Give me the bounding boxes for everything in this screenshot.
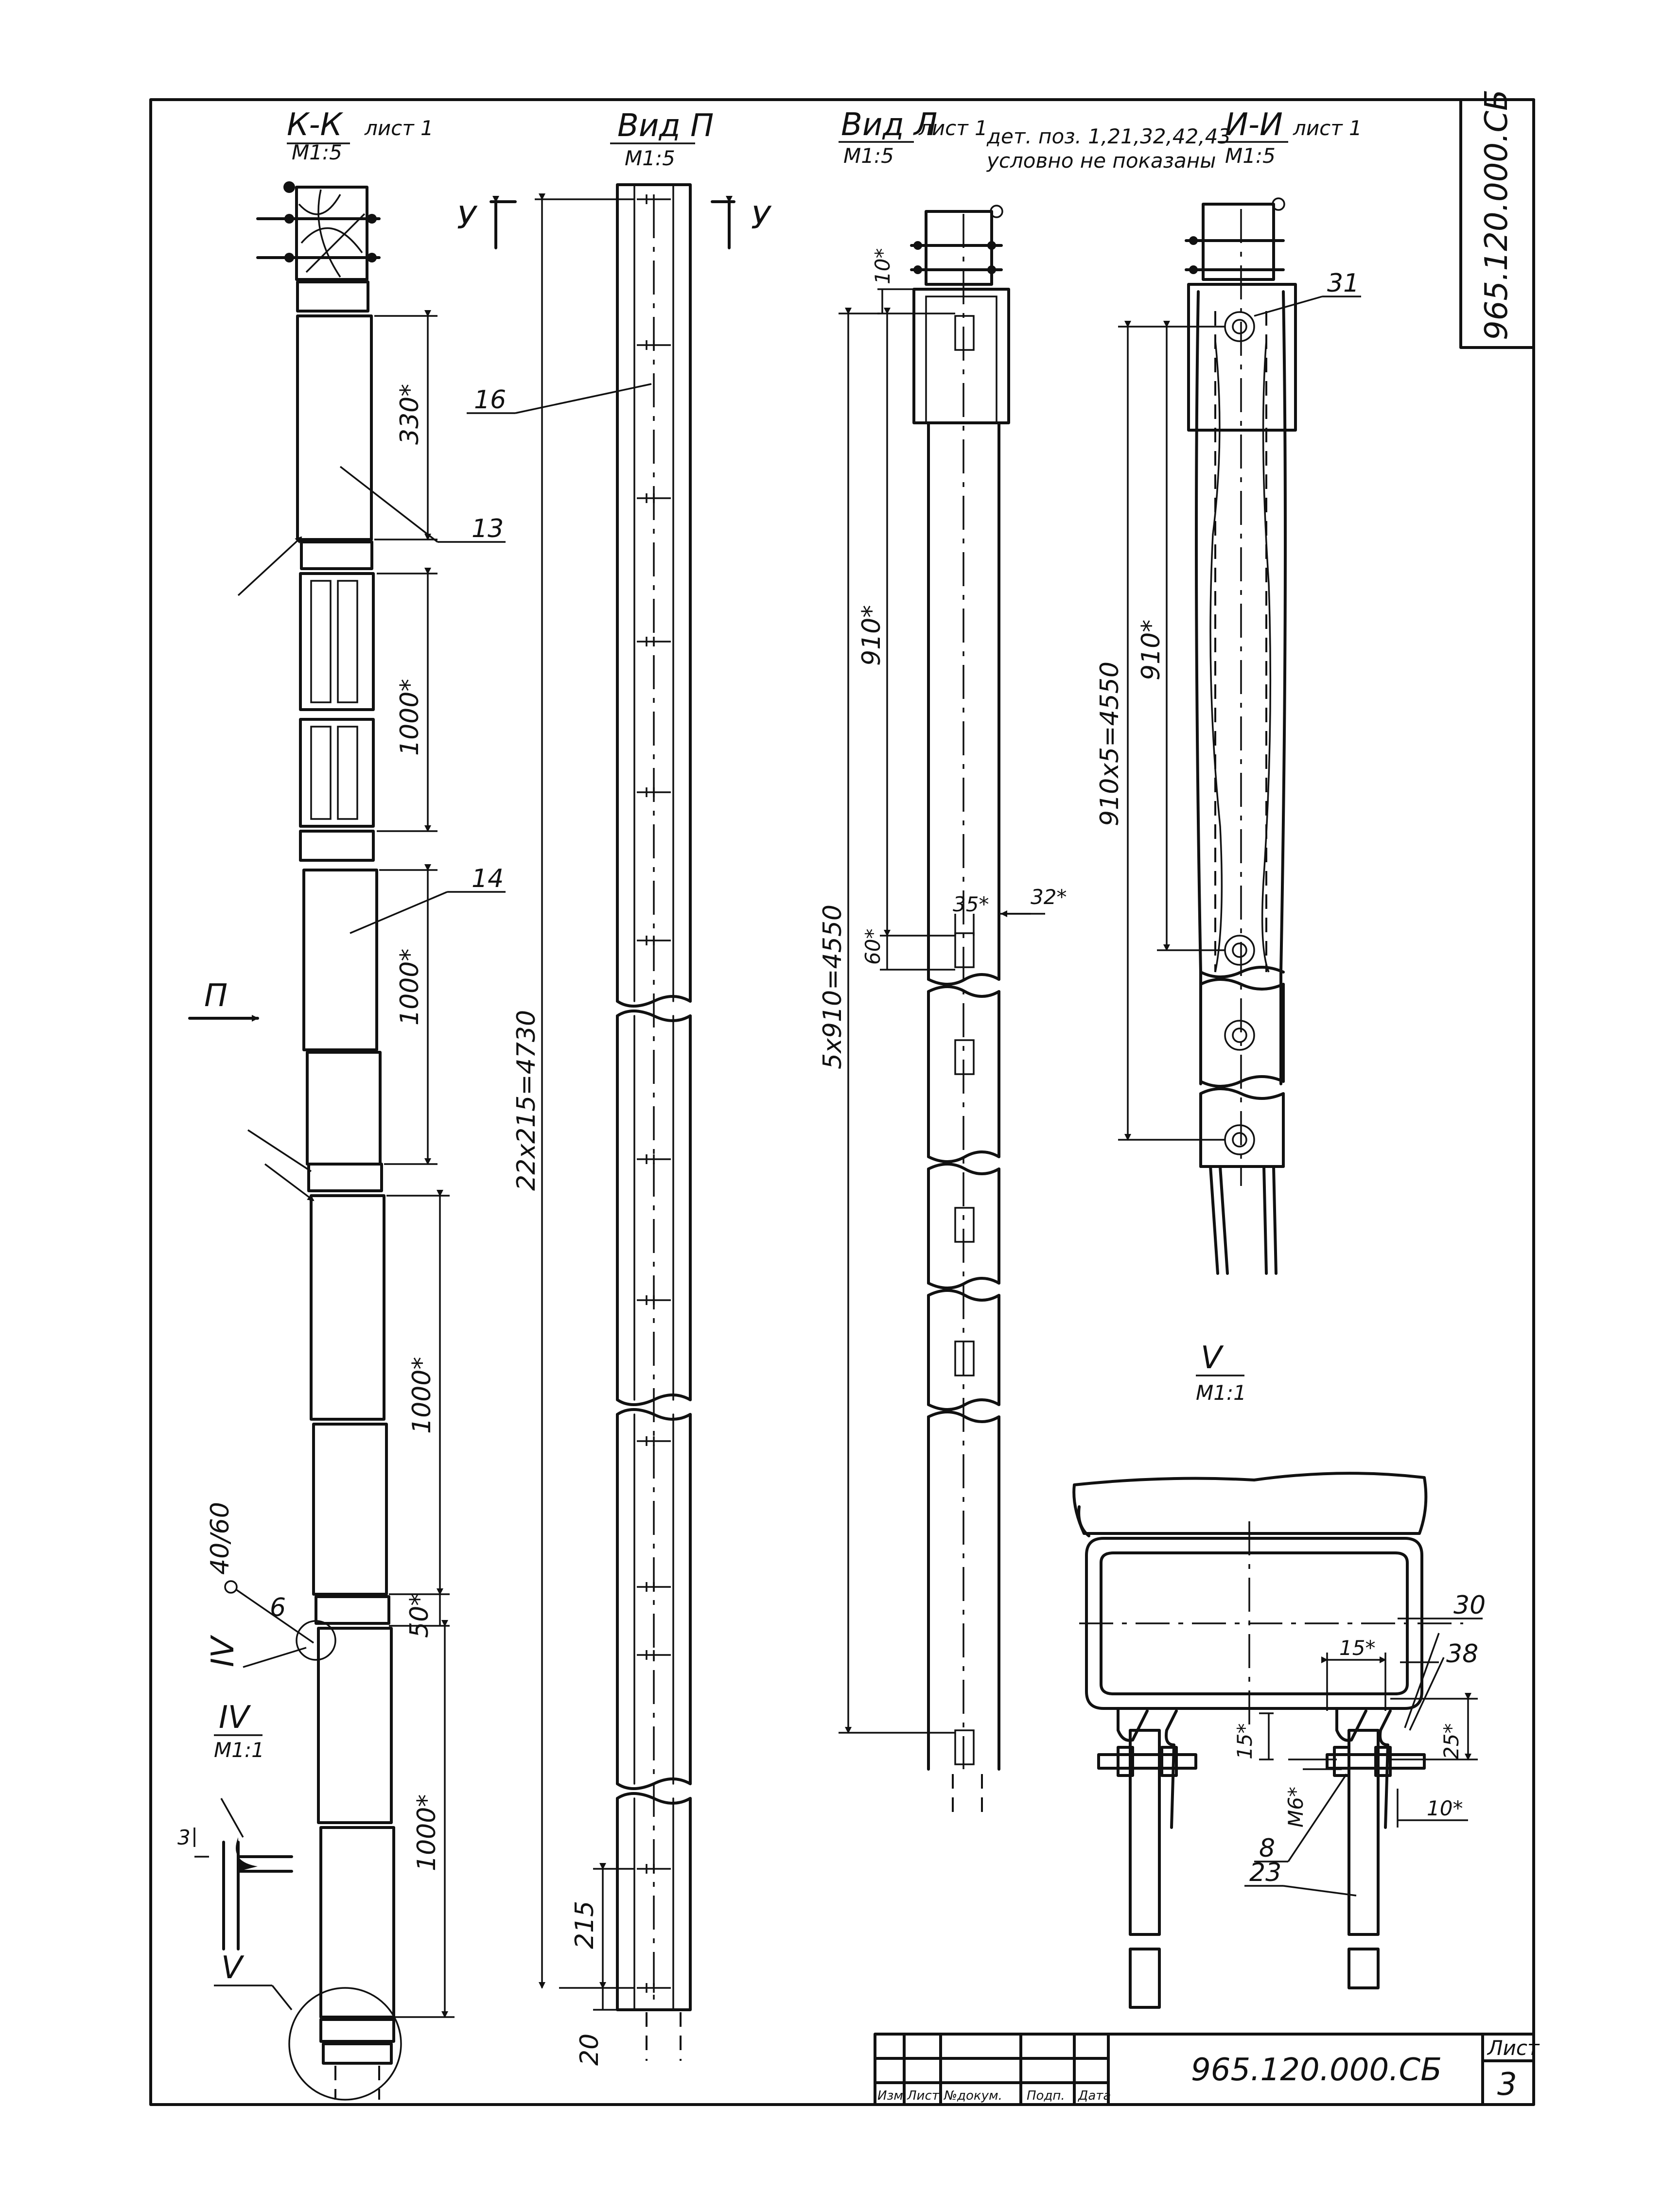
section-ii-view: И-И лист 1 М1:5: [1095, 107, 1362, 1275]
callout-circle-v: [288, 1987, 402, 2101]
dim-910x5: 910x5=4550: [1095, 662, 1124, 826]
view-p-marker: П: [204, 978, 228, 1014]
dim-50: 50*: [405, 1593, 434, 1638]
detail-v: V М1:1 15* 30 38: [1072, 1340, 1486, 2009]
tb-col-izm: Изм: [877, 2089, 903, 2103]
view-l: Вид Л лист 1 М1:5 дет. поз. 1,21,32,42,4…: [818, 107, 1231, 1818]
view-l-note-1: дет. поз. 1,21,32,42,43: [986, 124, 1231, 148]
section-kk-scale: М1:5: [292, 140, 342, 164]
dim-20: 20: [575, 2034, 604, 2066]
sheet-border: [149, 98, 1535, 2106]
drawing-number-box: 965.120.000.СБ: [1459, 89, 1535, 349]
pos-8: 8: [1259, 1834, 1275, 1863]
tb-col-data: Дата: [1078, 2089, 1111, 2103]
tb-col-ndok: №докум.: [943, 2089, 1002, 2103]
pos-38: 38: [1446, 1639, 1478, 1669]
detail-iv-drawing: 3: [177, 1798, 293, 1950]
section-kk-ref: лист 1: [364, 116, 434, 140]
title-block: Изм Лист №докум. Подп. Дата 965.120.000.…: [874, 2033, 1540, 2106]
section-kk-title: К-К: [287, 107, 344, 143]
dim-910-ii: 910*: [1137, 620, 1166, 680]
dim-m6: М6*: [1284, 1787, 1308, 1828]
section-u-left: У: [457, 200, 478, 236]
section-ii-ref: лист 1: [1293, 116, 1362, 140]
dim-15-h: 15*: [1339, 1636, 1375, 1660]
detail-iv-dim-3: 3: [177, 1826, 191, 1849]
dim-215: 215: [570, 1901, 599, 1949]
dim-1000-b: 1000*: [395, 949, 424, 1026]
dim-910-l: 910*: [857, 605, 886, 666]
callout-circle-iv: [296, 1620, 336, 1661]
pos-23: 23: [1249, 1858, 1281, 1887]
section-kk-view: К-К лист 1 М1:5: [177, 107, 506, 2101]
callout-iv-label: IV: [205, 1635, 241, 1667]
dim-35: 35*: [953, 892, 989, 916]
dim-1000-d: 1000*: [412, 1794, 441, 1871]
view-l-ref: лист 1: [918, 116, 988, 140]
detail-v-scale: М1:1: [1196, 1381, 1246, 1405]
callout-v-label: V: [221, 1950, 245, 1986]
tb-col-list: Лист: [907, 2089, 940, 2103]
section-u-right: У: [751, 200, 772, 236]
view-l-scale: М1:5: [843, 144, 894, 168]
detail-iv-title: IV: [219, 1700, 251, 1736]
tb-col-podp: Подп.: [1027, 2089, 1065, 2103]
tb-drawing-number: 965.120.000.СБ: [1191, 2052, 1442, 2088]
pos-13: 13: [472, 514, 504, 543]
dim-60: 60*: [861, 929, 885, 965]
view-l-note-2: условно не показаны: [986, 149, 1216, 173]
dim-5x910: 5x910=4550: [818, 905, 847, 1069]
view-l-title: Вид Л: [841, 107, 937, 143]
label-40-60: 40/60: [206, 1502, 235, 1575]
dim-10-v: 10*: [1427, 1796, 1463, 1820]
pos-30: 30: [1453, 1591, 1486, 1620]
dim-32: 32*: [1031, 885, 1067, 909]
view-p-scale: М1:5: [625, 146, 675, 170]
dim-22x215: 22x215=4730: [512, 1010, 541, 1191]
section-ii-title: И-И: [1225, 107, 1283, 143]
dim-15-v: 15*: [1233, 1724, 1257, 1759]
view-p-title: Вид П: [617, 108, 714, 144]
pos-6: 6: [270, 1593, 286, 1622]
detail-iv-scale: М1:1: [214, 1738, 264, 1762]
dim-25: 25*: [1439, 1724, 1463, 1759]
dim-1000-c: 1000*: [407, 1357, 437, 1434]
pos-16: 16: [474, 385, 506, 415]
view-p: Вид П М1:5 У У: [457, 108, 772, 2066]
detail-v-title: V: [1201, 1340, 1224, 1376]
drawing-number-vertical: 965.120.000.СБ: [1479, 89, 1515, 340]
pos-14: 14: [472, 864, 504, 893]
dim-330: 330*: [395, 384, 424, 445]
dim-10-top: 10*: [871, 248, 894, 284]
section-ii-scale: М1:5: [1225, 144, 1276, 168]
tb-sheet-number: 3: [1497, 2067, 1517, 2103]
pos-31: 31: [1327, 269, 1359, 298]
tb-sheet-label: Лист: [1487, 2036, 1540, 2060]
dim-1000-a: 1000*: [395, 679, 424, 756]
